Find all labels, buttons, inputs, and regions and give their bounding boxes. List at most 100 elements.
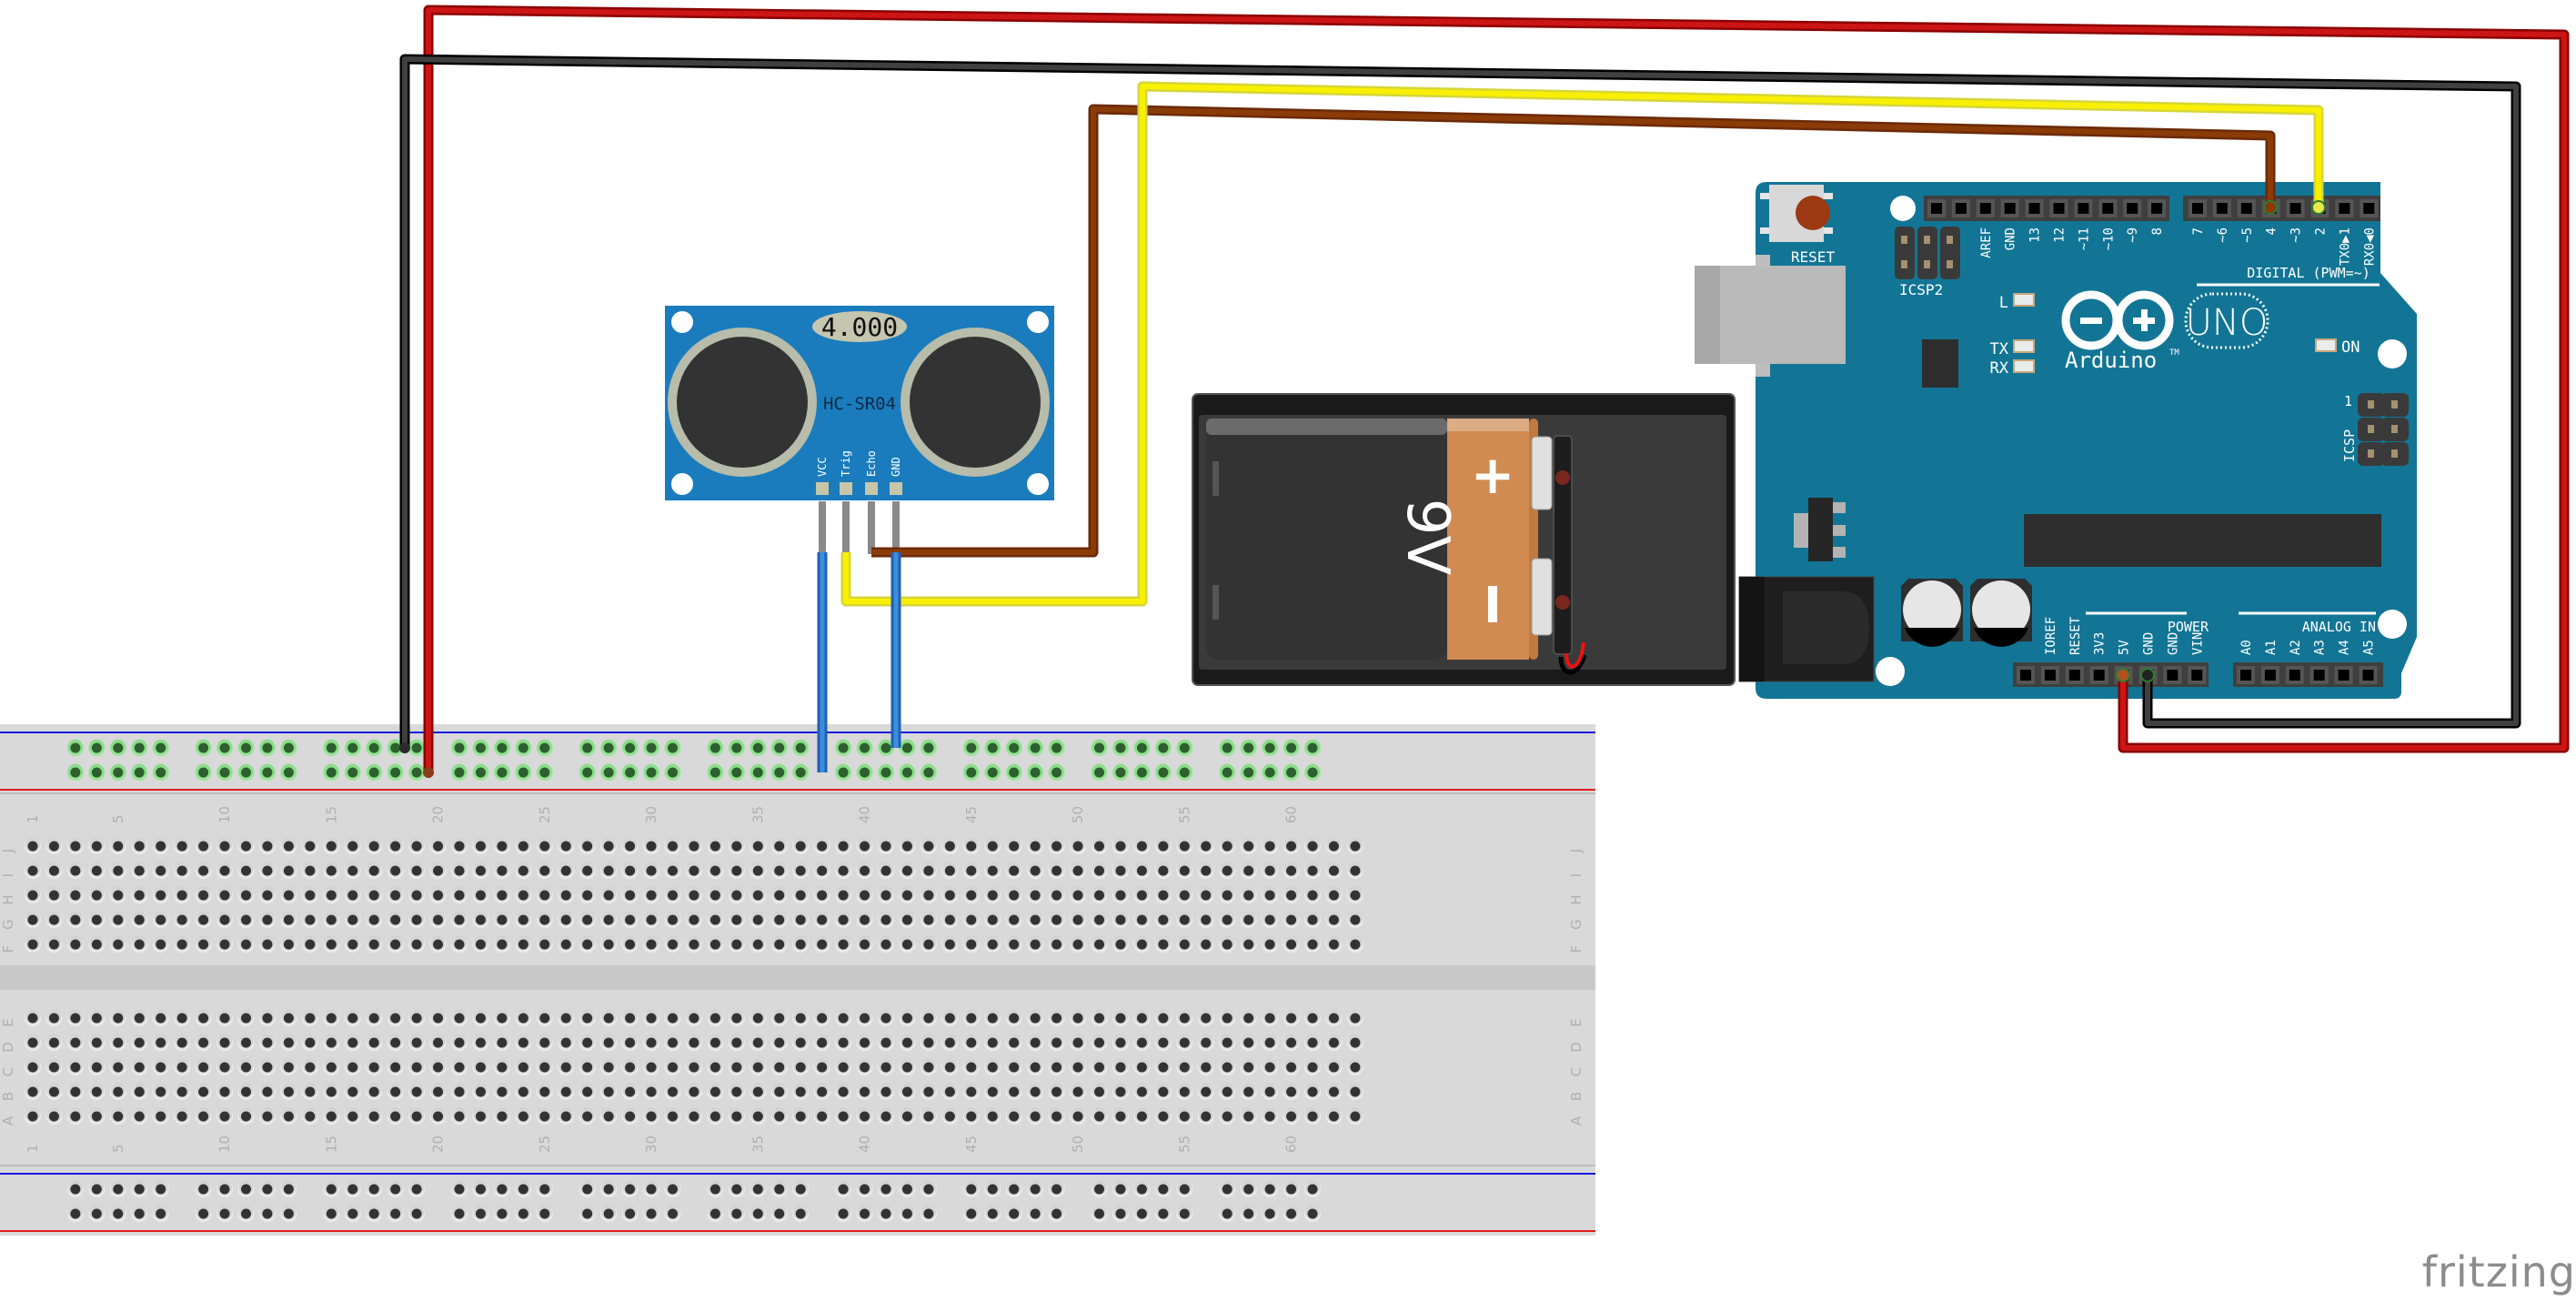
breadboard-hole[interactable] — [920, 1083, 937, 1101]
rail-hole-top-negative[interactable] — [152, 739, 169, 757]
breadboard-hole[interactable] — [920, 1107, 937, 1125]
breadboard-hole[interactable] — [835, 935, 852, 954]
breadboard-hole[interactable] — [493, 886, 510, 904]
breadboard-hole[interactable] — [216, 837, 234, 855]
breadboard-hole[interactable] — [216, 886, 234, 904]
rail-hole-bottom-positive[interactable] — [728, 1205, 745, 1223]
breadboard-hole[interactable] — [621, 1034, 639, 1052]
breadboard-hole[interactable] — [515, 1107, 532, 1125]
breadboard-hole[interactable] — [1091, 1058, 1108, 1076]
breadboard-hole[interactable] — [88, 911, 106, 929]
breadboard-hole[interactable] — [1154, 935, 1172, 954]
rail-hole-top-negative[interactable] — [920, 739, 937, 757]
rail-hole-top-positive[interactable] — [280, 763, 297, 782]
rail-hole-top-positive[interactable] — [1091, 763, 1108, 782]
breadboard-hole[interactable] — [66, 837, 84, 855]
breadboard-hole[interactable] — [1005, 1083, 1022, 1101]
breadboard-hole[interactable] — [643, 1058, 660, 1076]
breadboard-hole[interactable] — [536, 1058, 553, 1076]
breadboard-hole[interactable] — [962, 1107, 980, 1125]
breadboard-hole[interactable] — [536, 1107, 553, 1125]
breadboard-hole[interactable] — [878, 837, 894, 855]
breadboard-hole[interactable] — [66, 1058, 84, 1076]
breadboard-hole[interactable] — [344, 862, 361, 880]
rail-hole-bottom-negative[interactable] — [493, 1180, 510, 1198]
breadboard-hole[interactable] — [579, 886, 596, 904]
breadboard-hole[interactable] — [323, 1058, 340, 1076]
header-pin[interactable] — [1976, 199, 1995, 217]
breadboard-hole[interactable] — [195, 1009, 212, 1027]
header-pin[interactable] — [2123, 199, 2142, 217]
breadboard-hole[interactable] — [835, 1058, 852, 1076]
breadboard-hole[interactable] — [237, 862, 255, 880]
breadboard-hole[interactable] — [109, 862, 126, 880]
breadboard-hole[interactable] — [515, 862, 532, 880]
breadboard-hole[interactable] — [451, 862, 468, 880]
breadboard-hole[interactable] — [237, 886, 255, 904]
header-pin[interactable] — [2065, 666, 2084, 684]
breadboard-hole[interactable] — [387, 1009, 404, 1027]
breadboard-hole[interactable] — [1070, 1058, 1087, 1076]
breadboard-hole[interactable] — [1133, 1058, 1151, 1076]
breadboard-hole[interactable] — [88, 935, 106, 954]
breadboard-hole[interactable] — [109, 1009, 126, 1027]
breadboard-hole[interactable] — [366, 1058, 383, 1076]
breadboard-hole[interactable] — [664, 1058, 681, 1076]
rail-hole-bottom-negative[interactable] — [344, 1180, 361, 1198]
rail-hole-top-positive[interactable] — [66, 763, 84, 782]
rail-hole-top-negative[interactable] — [66, 739, 84, 757]
breadboard-hole[interactable] — [66, 1034, 84, 1052]
breadboard-hole[interactable] — [344, 837, 361, 855]
breadboard-hole[interactable] — [1283, 1034, 1300, 1052]
breadboard-hole[interactable] — [813, 1107, 830, 1125]
breadboard-hole[interactable] — [1176, 1034, 1193, 1052]
rail-hole-top-negative[interactable] — [515, 739, 532, 757]
breadboard-hole[interactable] — [621, 837, 639, 855]
rail-hole-top-positive[interactable] — [195, 763, 212, 782]
breadboard-hole[interactable] — [770, 1058, 788, 1076]
breadboard-hole[interactable] — [685, 1083, 702, 1101]
breadboard-hole[interactable] — [941, 862, 959, 880]
breadboard-hole[interactable] — [1219, 935, 1236, 954]
breadboard-hole[interactable] — [451, 837, 468, 855]
breadboard-hole[interactable] — [109, 886, 126, 904]
breadboard-hole[interactable] — [131, 837, 148, 855]
rail-hole-bottom-negative[interactable] — [878, 1180, 894, 1198]
rail-hole-bottom-positive[interactable] — [707, 1205, 724, 1223]
breadboard-hole[interactable] — [792, 1107, 810, 1125]
rail-hole-top-negative[interactable] — [1048, 739, 1065, 757]
rail-hole-bottom-negative[interactable] — [750, 1180, 767, 1198]
breadboard-hole[interactable] — [1176, 1009, 1193, 1027]
rail-hole-bottom-negative[interactable] — [1112, 1180, 1129, 1198]
breadboard-hole[interactable] — [472, 935, 489, 954]
breadboard-hole[interactable] — [429, 1034, 447, 1052]
rail-hole-top-negative[interactable] — [195, 739, 212, 757]
breadboard-hole[interactable] — [579, 837, 596, 855]
breadboard-hole[interactable] — [131, 886, 148, 904]
rail-hole-top-positive[interactable] — [1005, 763, 1022, 782]
breadboard-hole[interactable] — [174, 886, 191, 904]
breadboard-hole[interactable] — [813, 911, 830, 929]
breadboard-hole[interactable] — [835, 862, 852, 880]
breadboard-hole[interactable] — [878, 1083, 894, 1101]
rail-hole-bottom-negative[interactable] — [1262, 1180, 1279, 1198]
rail-hole-top-positive[interactable] — [750, 763, 767, 782]
breadboard-hole[interactable] — [600, 862, 618, 880]
breadboard-hole[interactable] — [920, 837, 937, 855]
breadboard-hole[interactable] — [1112, 862, 1129, 880]
breadboard-hole[interactable] — [1005, 1034, 1022, 1052]
rail-hole-bottom-positive[interactable] — [1133, 1205, 1151, 1223]
breadboard-hole[interactable] — [88, 837, 106, 855]
breadboard-hole[interactable] — [45, 862, 63, 880]
breadboard-hole[interactable] — [323, 911, 340, 929]
breadboard-hole[interactable] — [643, 911, 660, 929]
breadboard-hole[interactable] — [1112, 911, 1129, 929]
breadboard-hole[interactable] — [152, 1083, 169, 1101]
breadboard-hole[interactable] — [643, 1034, 660, 1052]
breadboard-hole[interactable] — [88, 862, 106, 880]
breadboard-hole[interactable] — [643, 837, 660, 855]
rail-hole-bottom-positive[interactable] — [643, 1205, 660, 1223]
rail-hole-bottom-negative[interactable] — [216, 1180, 234, 1198]
breadboard-hole[interactable] — [45, 1034, 63, 1052]
